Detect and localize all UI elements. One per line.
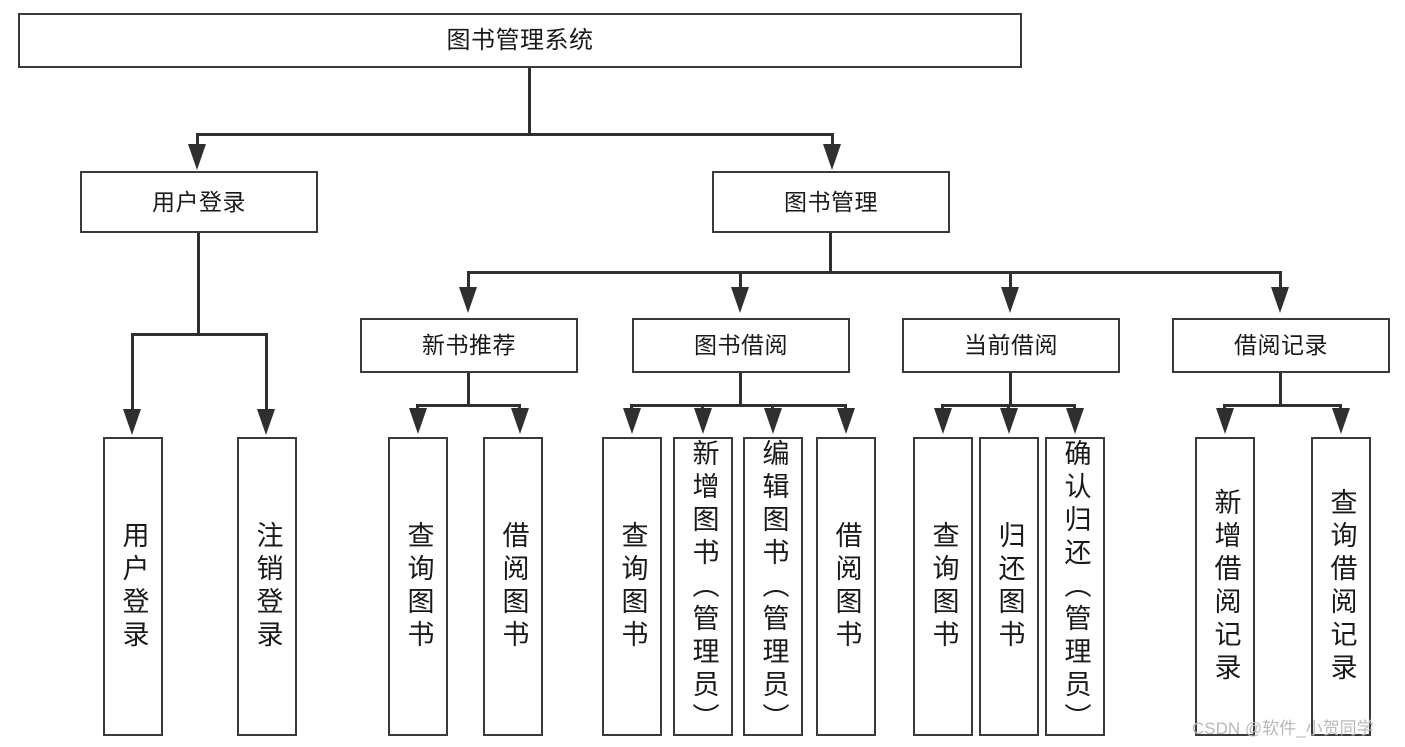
leaf-query-borrow-record[interactable]: 查询借阅记录 [1311, 437, 1371, 736]
node-book-management-system[interactable]: 图书管理系统 [18, 13, 1022, 68]
arrowhead-bb-leaf-3 [764, 408, 782, 434]
node-label: 编辑图书（管理员） [758, 439, 789, 736]
node-label: 图书管理系统 [446, 26, 594, 54]
connector-book-management-stem [829, 233, 832, 273]
connector-book-management-bus [467, 271, 1279, 274]
node-current-borrow[interactable]: 当前借阅 [902, 318, 1120, 373]
connector-cb-stem [1009, 373, 1012, 407]
node-label: 查询图书 [928, 520, 959, 653]
arrowhead-nbr-leaf-1 [409, 408, 427, 434]
connector-user-login-bus [131, 333, 268, 336]
arrowhead-book-management [823, 144, 841, 170]
connector-root-to-user-login [196, 133, 199, 149]
leaf-add-book-admin[interactable]: 新增图书（管理员） [673, 437, 733, 736]
node-user-login[interactable]: 用户登录 [80, 171, 318, 233]
leaf-query-book-bb[interactable]: 查询图书 [602, 437, 662, 736]
connector-user-login-stem [197, 233, 200, 335]
arrowhead-nbr-leaf-2 [511, 408, 529, 434]
arrowhead-bb-leaf-4 [837, 408, 855, 434]
node-book-borrow[interactable]: 图书借阅 [632, 318, 850, 373]
connector-user-login-right-drop [265, 333, 268, 413]
arrowhead-cb-leaf-2 [1000, 408, 1018, 434]
arrowhead-bb-leaf-1 [623, 408, 641, 434]
leaf-borrow-book-bb[interactable]: 借阅图书 [816, 437, 876, 736]
connector-bb-bus [630, 404, 847, 407]
node-label: 查询借阅记录 [1326, 487, 1357, 686]
connector-bb-stem [739, 373, 742, 407]
connector-bm-drop-3 [1009, 271, 1012, 291]
connector-nbr-stem [467, 373, 470, 407]
arrowhead-borrow-record [1271, 287, 1289, 313]
connector-bm-drop-4 [1279, 271, 1282, 291]
leaf-query-book-nbr[interactable]: 查询图书 [388, 437, 448, 736]
connector-nbr-bus [416, 404, 521, 407]
leaf-confirm-return-admin[interactable]: 确认归还（管理员） [1045, 437, 1105, 736]
node-label: 确认归还（管理员） [1060, 439, 1091, 736]
node-borrow-record[interactable]: 借阅记录 [1172, 318, 1390, 373]
arrowhead-book-borrow [731, 287, 749, 313]
connector-bm-drop-1 [467, 271, 470, 291]
node-label: 新增借阅记录 [1210, 487, 1241, 686]
node-new-book-recommend[interactable]: 新书推荐 [360, 318, 578, 373]
leaf-user-login[interactable]: 用户登录 [103, 437, 163, 736]
node-label: 用户登录 [152, 188, 246, 215]
node-label: 借阅记录 [1234, 332, 1328, 359]
leaf-return-book[interactable]: 归还图书 [979, 437, 1039, 736]
leaf-add-borrow-record[interactable]: 新增借阅记录 [1195, 437, 1255, 736]
leaf-edit-book-admin[interactable]: 编辑图书（管理员） [743, 437, 803, 736]
node-label: 图书借阅 [694, 332, 788, 359]
arrowhead-leaf-user-login [123, 409, 141, 435]
leaf-logout[interactable]: 注销登录 [237, 437, 297, 736]
arrowhead-leaf-logout [257, 409, 275, 435]
arrowhead-cb-leaf-3 [1066, 408, 1084, 434]
arrowhead-new-book-recommend [459, 287, 477, 313]
arrowhead-user-login [188, 144, 206, 170]
node-label: 借阅图书 [831, 520, 862, 653]
connector-root-to-book-management [831, 133, 834, 149]
node-label: 当前借阅 [964, 332, 1058, 359]
node-label: 用户登录 [118, 520, 149, 653]
connector-root-bus [196, 133, 834, 136]
node-label: 新增图书（管理员） [688, 439, 719, 736]
node-label: 图书管理 [784, 188, 878, 215]
node-label: 查询图书 [403, 520, 434, 653]
node-label: 新书推荐 [422, 332, 516, 359]
arrowhead-cb-leaf-1 [934, 408, 952, 434]
connector-br-stem [1279, 373, 1282, 407]
arrowhead-bb-leaf-2 [694, 408, 712, 434]
leaf-query-book-cb[interactable]: 查询图书 [913, 437, 973, 736]
csdn-watermark: CSDN @软件_小贺同学 [1192, 719, 1374, 738]
node-book-management[interactable]: 图书管理 [712, 171, 950, 233]
leaf-borrow-book-nbr[interactable]: 借阅图书 [483, 437, 543, 736]
arrowhead-br-leaf-2 [1332, 408, 1350, 434]
connector-root-stem [528, 68, 531, 135]
node-label: 注销登录 [252, 520, 283, 653]
connector-br-bus [1223, 404, 1341, 407]
arrowhead-current-borrow [1001, 287, 1019, 313]
node-label: 查询图书 [617, 520, 648, 653]
connector-bm-drop-2 [739, 271, 742, 291]
connector-user-login-left-drop [131, 333, 134, 413]
node-label: 借阅图书 [498, 520, 529, 653]
arrowhead-br-leaf-1 [1216, 408, 1234, 434]
node-label: 归还图书 [994, 520, 1025, 653]
